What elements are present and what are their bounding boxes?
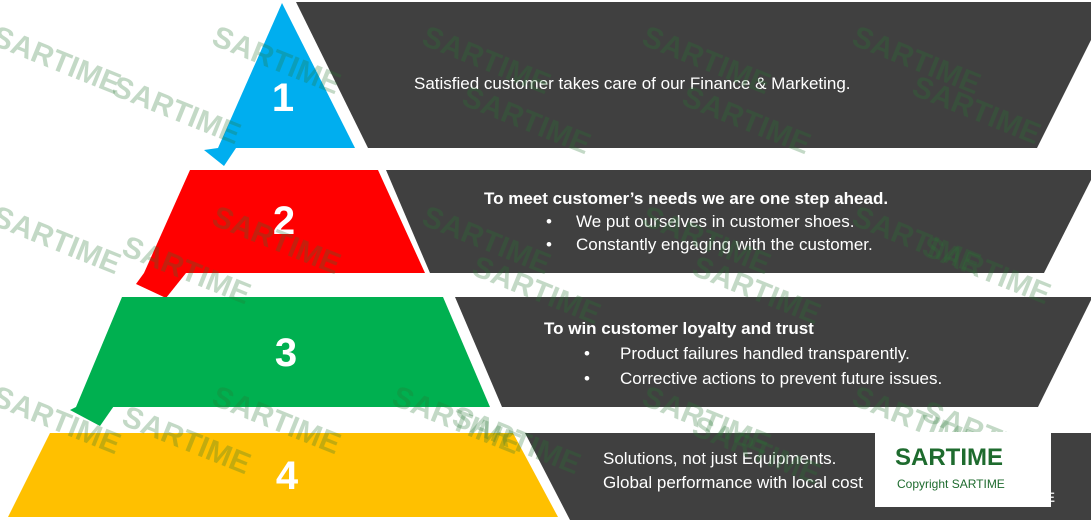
band-2-bullet-row: • We put ourselves in customer shoes. — [484, 210, 888, 233]
tier-1-number: 1 — [272, 76, 294, 120]
band-2-bullet-1: We put ourselves in customer shoes. — [576, 212, 855, 231]
tier-2-fold — [136, 273, 186, 298]
band-2-bullet-row: • Constantly engaging with the customer. — [484, 233, 888, 256]
band-2-text: To meet customer’s needs we are one step… — [484, 187, 888, 256]
band-1-shape — [296, 2, 1091, 148]
band-3-text: To win customer loyalty and trust • Prod… — [544, 316, 942, 391]
tier-3: 3 — [70, 297, 490, 426]
band-4-text: Solutions, not just Equipments. Global p… — [603, 447, 863, 495]
band-2-bullet-2: Constantly engaging with the customer. — [576, 235, 873, 254]
brand-box: SARTIME Copyright SARTIME — [875, 432, 1051, 507]
tier-3-fold — [70, 403, 116, 426]
bullet-marker: • — [546, 212, 552, 231]
brand-ghost-text: SARTIME — [992, 489, 1055, 505]
bullet-marker: • — [584, 344, 590, 363]
tier-2: 2 — [136, 170, 425, 298]
band-4-line-2: Global performance with local cost — [603, 473, 863, 492]
band-3-heading: To win customer loyalty and trust — [544, 319, 814, 338]
band-3-bullet-row: • Product failures handled transparently… — [544, 341, 942, 366]
tier-4-shape — [8, 433, 558, 517]
tier-2-shape — [144, 170, 425, 273]
tier-1: 1 — [204, 3, 355, 166]
bullet-marker: • — [546, 235, 552, 254]
band-2-heading: To meet customer’s needs we are one step… — [484, 189, 889, 208]
band-1-line: Satisfied customer takes care of our Fin… — [414, 74, 851, 93]
band-3-shape — [455, 297, 1091, 407]
bullet-marker: • — [584, 369, 590, 388]
band-1-text: Satisfied customer takes care of our Fin… — [414, 72, 851, 95]
tier-1-shape — [218, 3, 355, 148]
brand-name: SARTIME — [895, 444, 1003, 471]
band-3-bullet-2: Corrective actions to prevent future iss… — [620, 369, 943, 388]
brand-copyright: Copyright SARTIME — [897, 477, 1005, 491]
tier-4-number: 4 — [276, 454, 299, 498]
tier-3-shape — [76, 297, 490, 407]
band-2-shape — [386, 170, 1091, 273]
tier-1-fold — [204, 148, 236, 166]
band-3-bullet-row: • Corrective actions to prevent future i… — [544, 366, 942, 391]
tier-3-number: 3 — [275, 331, 297, 375]
band-4-line-1: Solutions, not just Equipments. — [603, 449, 837, 468]
tier-2-number: 2 — [273, 199, 295, 243]
band-3-bullet-1: Product failures handled transparently. — [620, 344, 910, 363]
tier-4: 4 — [8, 433, 558, 517]
